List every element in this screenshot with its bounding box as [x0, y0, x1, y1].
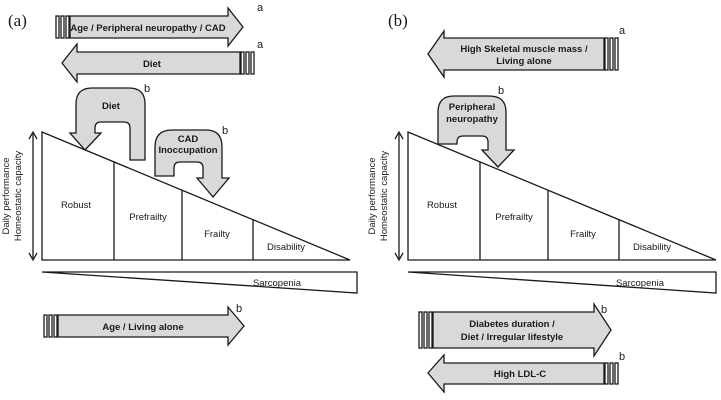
sarcopenia-wedge-a: Sarcopenia: [41, 271, 358, 294]
y-axis-label: Daily performance: [1, 157, 12, 234]
arrow-label: Diet: [143, 59, 162, 70]
arrow-superscript: b: [601, 304, 607, 316]
arrow-superscript: b: [236, 303, 242, 315]
stage-disability: Disability: [633, 242, 671, 253]
arrow-superscript: a: [257, 2, 264, 14]
y-axis-b: Daily performance Homeostatic capacity: [367, 130, 404, 262]
y-axis-a: Daily performance Homeostatic capacity: [1, 130, 38, 262]
y-axis-label: Homeostatic capacity: [379, 151, 390, 242]
stage-frailty: Frailty: [204, 229, 230, 240]
panel-b: (b) High Skeletal muscle mass / Living a…: [367, 11, 717, 394]
stage-disability: Disability: [267, 242, 305, 253]
sarcopenia-wedge-b: Sarcopenia: [407, 271, 717, 294]
curve-label: Peripheral: [449, 102, 495, 113]
wedge-label: Sarcopenia: [253, 278, 302, 289]
curve-label: CAD: [178, 134, 199, 145]
arrow-label: Age / Living alone: [102, 322, 183, 333]
stage-triangle-b: Robust Prefrailty Frailty Disability: [407, 131, 717, 261]
curve-superscript: b: [222, 125, 228, 137]
stage-prefrailty: Prefrailty: [129, 212, 167, 223]
stage-triangle-a: Robust Prefrailty Frailty Disability: [41, 131, 351, 261]
arrow-a-age-living-alone: Age / Living alone b: [43, 303, 245, 347]
y-axis-label: Daily performance: [367, 157, 378, 234]
panel-b-label: (b): [388, 11, 408, 30]
arrow-a-diet: Diet a: [61, 39, 264, 84]
arrow-b-skeletal-muscle: High Skeletal muscle mass / Living alone…: [427, 25, 626, 80]
panel-a-label: (a): [8, 11, 27, 30]
arrow-superscript: b: [619, 351, 625, 363]
curved-arrow-b-neuropathy: Peripheral neuropathy b: [437, 85, 516, 168]
stage-robust: Robust: [427, 200, 457, 211]
arrow-label: Diet / Irregular lifestyle: [461, 332, 563, 343]
panel-a: (a) Age / Peripheral neuropathy / CAD a …: [1, 2, 358, 347]
curve-label: neuropathy: [446, 114, 498, 125]
y-axis-label: Homeostatic capacity: [13, 151, 24, 242]
curve-label: Inoccupation: [158, 145, 217, 156]
curve-superscript: b: [144, 83, 150, 95]
stage-frailty: Frailty: [570, 229, 596, 240]
curved-arrow-a-cad: CAD Inoccupation b: [154, 125, 231, 199]
arrow-superscript: a: [257, 39, 264, 51]
arrow-b-diabetes-duration: Diabetes duration / Diet / Irregular lif…: [418, 301, 612, 359]
arrow-label: High Skeletal muscle mass /: [460, 44, 588, 55]
arrow-label: Living alone: [496, 56, 551, 67]
arrow-superscript: a: [619, 25, 626, 37]
curved-arrow-a-diet: Diet b: [68, 83, 150, 161]
stage-prefrailty: Prefrailty: [495, 212, 533, 223]
arrow-label: High LDL-C: [494, 369, 546, 380]
curve-label: Diet: [102, 101, 121, 112]
arrow-label: Age / Peripheral neuropathy / CAD: [70, 23, 225, 34]
wedge-label: Sarcopenia: [616, 278, 665, 289]
arrow-b-ldl-c: High LDL-C b: [427, 351, 625, 394]
stage-robust: Robust: [61, 200, 91, 211]
arrow-label: Diabetes duration /: [469, 319, 555, 330]
arrow-a-age-neuropathy-cad: Age / Peripheral neuropathy / CAD a: [55, 2, 264, 48]
curve-superscript: b: [498, 85, 504, 97]
